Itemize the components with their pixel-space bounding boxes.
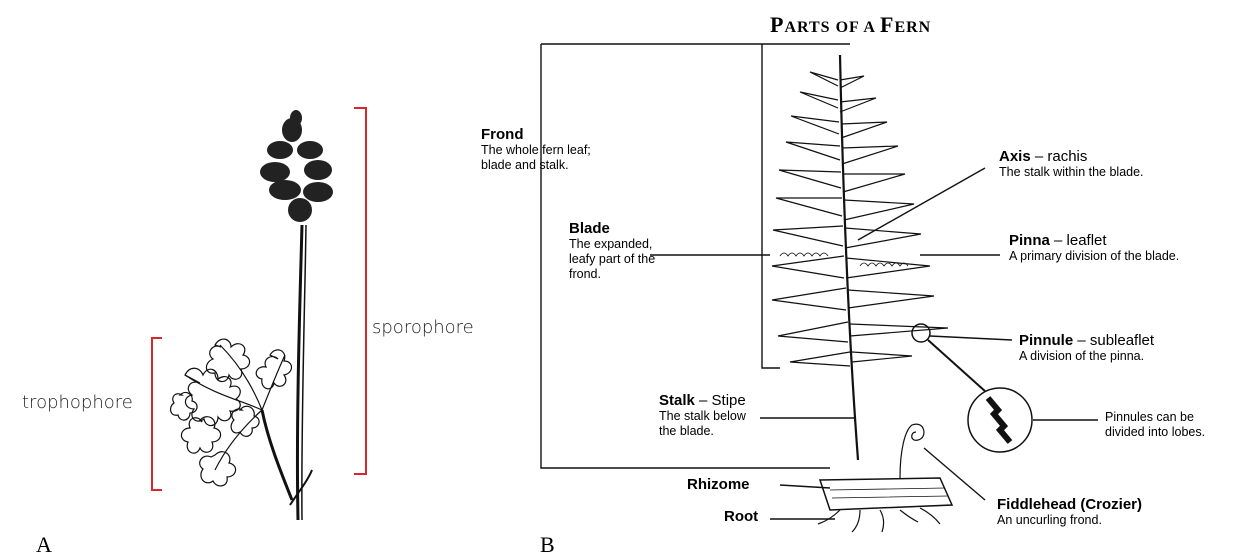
pinnule-magnified-circle xyxy=(967,387,1033,453)
sporophore-bracket xyxy=(354,107,367,475)
fiddlehead-label: Fiddlehead (Crozier) An uncurling frond. xyxy=(997,496,1143,527)
trophophore-bracket xyxy=(151,337,162,491)
frond-label: Frond The whole fern leaf; blade and sta… xyxy=(481,126,591,172)
sporophore-spike xyxy=(260,110,333,222)
pinna-label: Pinna – leaflet A primary division of th… xyxy=(1009,232,1180,263)
root-label: Root xyxy=(724,508,759,525)
panel-b-letter: B xyxy=(540,532,555,557)
sporophore-label: sporophore xyxy=(372,317,474,338)
fern-a-illustration xyxy=(169,110,333,521)
page-title: PARTS OF A FERN xyxy=(770,12,932,37)
trophophore-leaf xyxy=(169,338,293,487)
leader-lines xyxy=(540,43,1098,520)
rhizome-label: Rhizome xyxy=(687,476,750,493)
panel-a-letter: A xyxy=(36,532,52,557)
trophophore-label: trophophore xyxy=(22,392,133,413)
pinnule-marker xyxy=(911,323,987,393)
lobes-label: Pinnules can be divided into lobes. xyxy=(1105,410,1206,439)
blade-label: Blade The expanded, leafy part of the fr… xyxy=(569,220,656,281)
stalk-label: Stalk – Stipe The stalk below the blade. xyxy=(659,392,746,438)
fern-b-illustration xyxy=(771,54,954,533)
axis-label: Axis – rachis The stalk within the blade… xyxy=(999,148,1144,179)
pinnule-label: Pinnule – subleaflet A division of the p… xyxy=(1019,332,1155,363)
